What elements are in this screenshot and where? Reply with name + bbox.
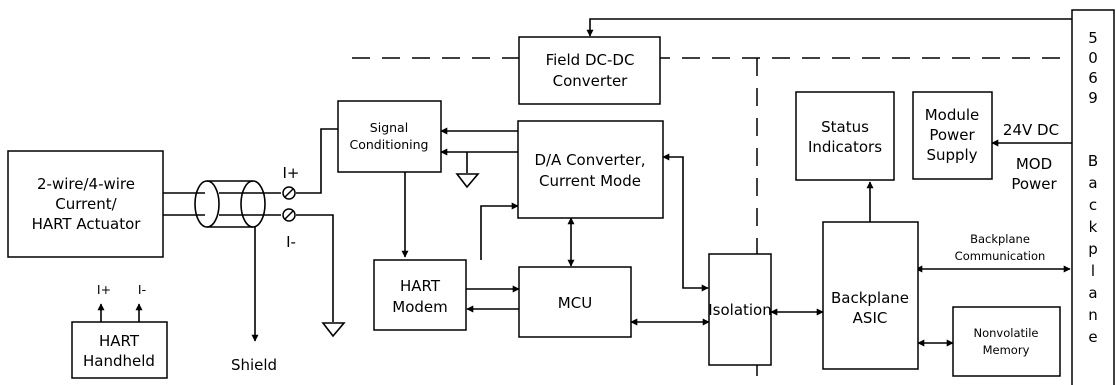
status-indicators-label-line: Status [821, 118, 869, 136]
mod-power-label-line: Power [1011, 175, 1057, 193]
backplane-comm-label-line: Backplane [970, 232, 1030, 246]
da-converter-block: D/A Converter, Current Mode [517, 120, 664, 219]
actuator-label-line: 2-wire/4-wire [37, 175, 135, 193]
module-power-supply-label-line: Module [925, 106, 980, 124]
iplus-wire [296, 128, 338, 194]
backplane-letter: B [1088, 152, 1098, 170]
status-indicators-label-line: Indicators [808, 138, 882, 156]
hart-modem-label-line: HART [400, 277, 441, 295]
shielded-cable [194, 180, 281, 228]
hart-modem-block: HART Modem [373, 259, 467, 331]
terminal-iplus [282, 186, 296, 200]
nonvolatile-memory-label-line: Nonvolatile [974, 326, 1039, 340]
module-power-supply-label-line: Supply [926, 146, 977, 164]
signal-conditioning-block: Signal Conditioning [337, 100, 442, 173]
handheld-label-line: HART [99, 332, 140, 350]
modem-da-wire [480, 202, 519, 260]
handheld-iminus-label: I- [138, 282, 146, 297]
backplane-letters: 5 0 6 9 B a c k p l a n e [1088, 29, 1098, 346]
backplane-asic-block: Backplane ASIC [822, 221, 919, 370]
hart-modem-label-line: Modem [392, 298, 447, 316]
signal-conditioning-label-line: Signal [370, 120, 408, 135]
backplane-letter: k [1089, 218, 1098, 236]
isolation-label: Isolation [708, 301, 772, 319]
terminal-iminus [282, 208, 296, 222]
nonvolatile-memory-label-line: Memory [983, 343, 1030, 357]
iminus-label: I- [286, 233, 296, 251]
actuator-label-line: Current/ [55, 195, 117, 213]
backplane-asic-label-line: ASIC [853, 309, 888, 327]
backplane-letter: a [1088, 284, 1097, 302]
iplus-label: I+ [283, 164, 300, 182]
handheld-label-line: Handheld [83, 352, 155, 370]
da-converter-label-line: Current Mode [539, 172, 641, 190]
handheld-iplus-label: I+ [97, 282, 111, 297]
da-converter-label-line: D/A Converter, [534, 151, 645, 169]
field-power-wire [586, 18, 1072, 37]
module-power-supply-block: Module Power Supply [912, 91, 993, 180]
backplane-letter: 9 [1088, 89, 1098, 107]
field-dcdc-block: Field DC-DC Converter [518, 36, 661, 105]
mcu-label: MCU [558, 294, 592, 312]
signal-conditioning-label-line: Conditioning [350, 137, 429, 152]
backplane-letter: 5 [1088, 29, 1098, 47]
backplane-letter: n [1088, 306, 1098, 324]
backplane-letter: e [1088, 328, 1097, 346]
mcu-block: MCU [518, 266, 632, 338]
handheld-block: HART Handheld [71, 321, 168, 379]
iminus-wire [296, 214, 334, 322]
da-isolation-wire [662, 153, 709, 292]
module-power-supply-label-line: Power [929, 126, 975, 144]
actuator-block: 2-wire/4-wire Current/ HART Actuator [7, 150, 164, 258]
backplane-letter: 6 [1088, 69, 1098, 87]
backplane-letter: l [1091, 262, 1095, 280]
nonvolatile-memory-block: Nonvolatile Memory [952, 306, 1061, 377]
actuator-label-line: HART Actuator [32, 215, 142, 233]
backplane-bar [1071, 9, 1115, 385]
backplane-letter: 0 [1088, 49, 1098, 67]
backplane-letter: a [1088, 174, 1097, 192]
ground-symbol-2 [321, 322, 346, 338]
field-dcdc-label-line: Field DC-DC [546, 51, 635, 69]
backplane-asic-label-line: Backplane [831, 289, 909, 307]
shield-label: Shield [231, 356, 277, 374]
isolation-block: Isolation [708, 253, 772, 366]
backplane-comm-label-line: Communication [955, 249, 1046, 263]
mod-power-label-line: MOD [1016, 155, 1052, 173]
backplane-letter: c [1089, 196, 1097, 214]
status-indicators-block: Status Indicators [795, 91, 895, 181]
field-dcdc-label-line: Converter [553, 72, 629, 90]
v24dc-label: 24V DC [1003, 121, 1059, 139]
ground-symbol-1 [455, 152, 480, 189]
backplane-letter: p [1088, 240, 1098, 258]
